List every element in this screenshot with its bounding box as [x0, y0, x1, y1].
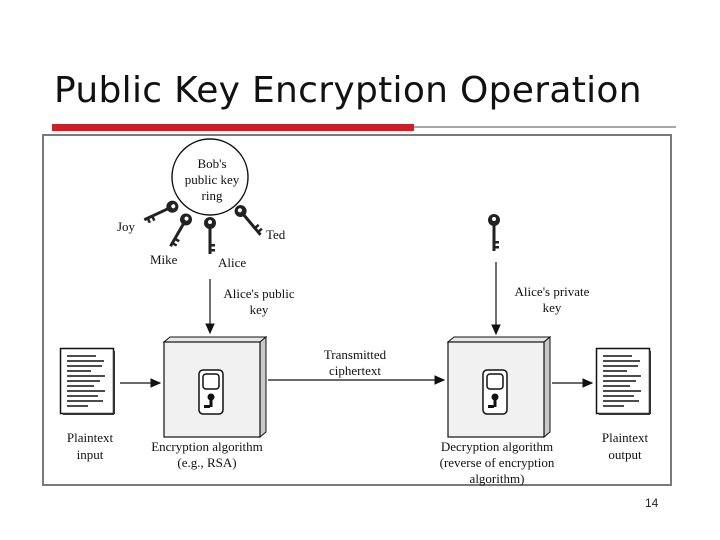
ted-key-icon — [232, 202, 266, 239]
mike-key-icon — [165, 211, 195, 250]
private-key-label-line1: Alice's private — [515, 284, 590, 299]
encryption-label-line2: (e.g., RSA) — [177, 455, 236, 470]
alice-key-icon — [204, 217, 216, 254]
title-accent-bar — [52, 124, 414, 131]
encryption-label-line1: Encryption algorithm — [151, 439, 263, 454]
slide-title: Public Key Encryption Operation — [54, 70, 642, 111]
key-ring-label-line2: public key — [185, 172, 240, 187]
key-ring-circle — [171, 138, 249, 216]
joy-key-icon — [141, 198, 181, 226]
decryption-box-icon — [447, 336, 551, 438]
title-rule — [414, 126, 676, 128]
decryption-label-line3: algorithm) — [470, 471, 525, 486]
decryption-label-line2: (reverse of encryption — [440, 455, 555, 470]
owner-label-mike: Mike — [150, 252, 178, 267]
plaintext-input-document-icon — [59, 347, 115, 415]
private-key-label-line2: key — [543, 300, 562, 315]
input-label-line1: Plaintext — [67, 430, 114, 445]
public-key-label-line2: key — [250, 302, 269, 317]
page-number: 14 — [645, 496, 659, 510]
owner-label-joy: Joy — [117, 219, 136, 234]
channel-label-line2: ciphertext — [329, 363, 381, 378]
key-ring-label-line1: Bob's — [197, 156, 226, 171]
public-key-label-line1: Alice's public — [223, 286, 295, 301]
diagram-frame — [42, 134, 672, 486]
owner-label-ted: Ted — [266, 227, 286, 242]
owner-label-alice: Alice — [218, 255, 246, 270]
channel-label-line1: Transmitted — [324, 347, 387, 362]
output-label-line1: Plaintext — [602, 430, 649, 445]
output-label-line2: output — [608, 447, 642, 462]
input-label-line2: input — [77, 447, 104, 462]
plaintext-output-document-icon — [595, 347, 651, 415]
decryption-label-line1: Decryption algorithm — [441, 439, 553, 454]
key-ring-label-line3: ring — [202, 188, 223, 203]
private-key-icon — [488, 214, 500, 251]
encryption-box-icon — [163, 336, 267, 438]
